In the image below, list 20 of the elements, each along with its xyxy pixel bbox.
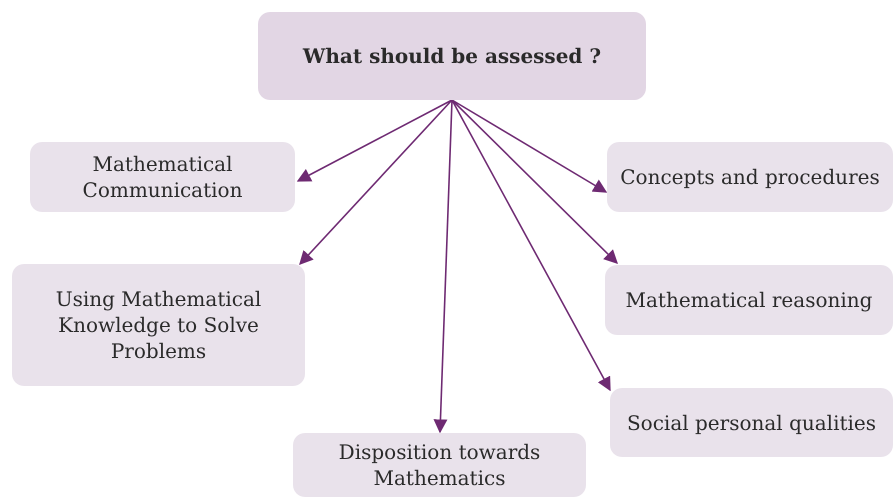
topic-label: Mathematical reasoning: [626, 287, 872, 313]
topic-box: [30, 142, 295, 212]
topic-label: Mathematical Communication: [82, 151, 244, 203]
title-box: [258, 12, 646, 100]
arrow: [452, 99, 608, 193]
topic-box: [293, 433, 586, 497]
arrow: [451, 99, 618, 264]
arrow: [299, 99, 453, 266]
arrow: [433, 100, 453, 434]
topic-box: [610, 388, 893, 457]
arrow: [451, 100, 611, 392]
topic-label: Social personal qualities: [626, 410, 876, 436]
topic-label: Concepts and procedures: [620, 164, 880, 190]
title-text: What should be assessed ?: [302, 43, 602, 69]
topic-label: Disposition towards Mathematics: [338, 439, 542, 491]
topic-box: [605, 265, 893, 335]
topic-box: [12, 264, 305, 386]
topic-box: [607, 142, 893, 212]
topic-label: Using Mathematical Knowledge to Solve Problems: [54, 286, 262, 364]
arrow: [296, 99, 452, 182]
